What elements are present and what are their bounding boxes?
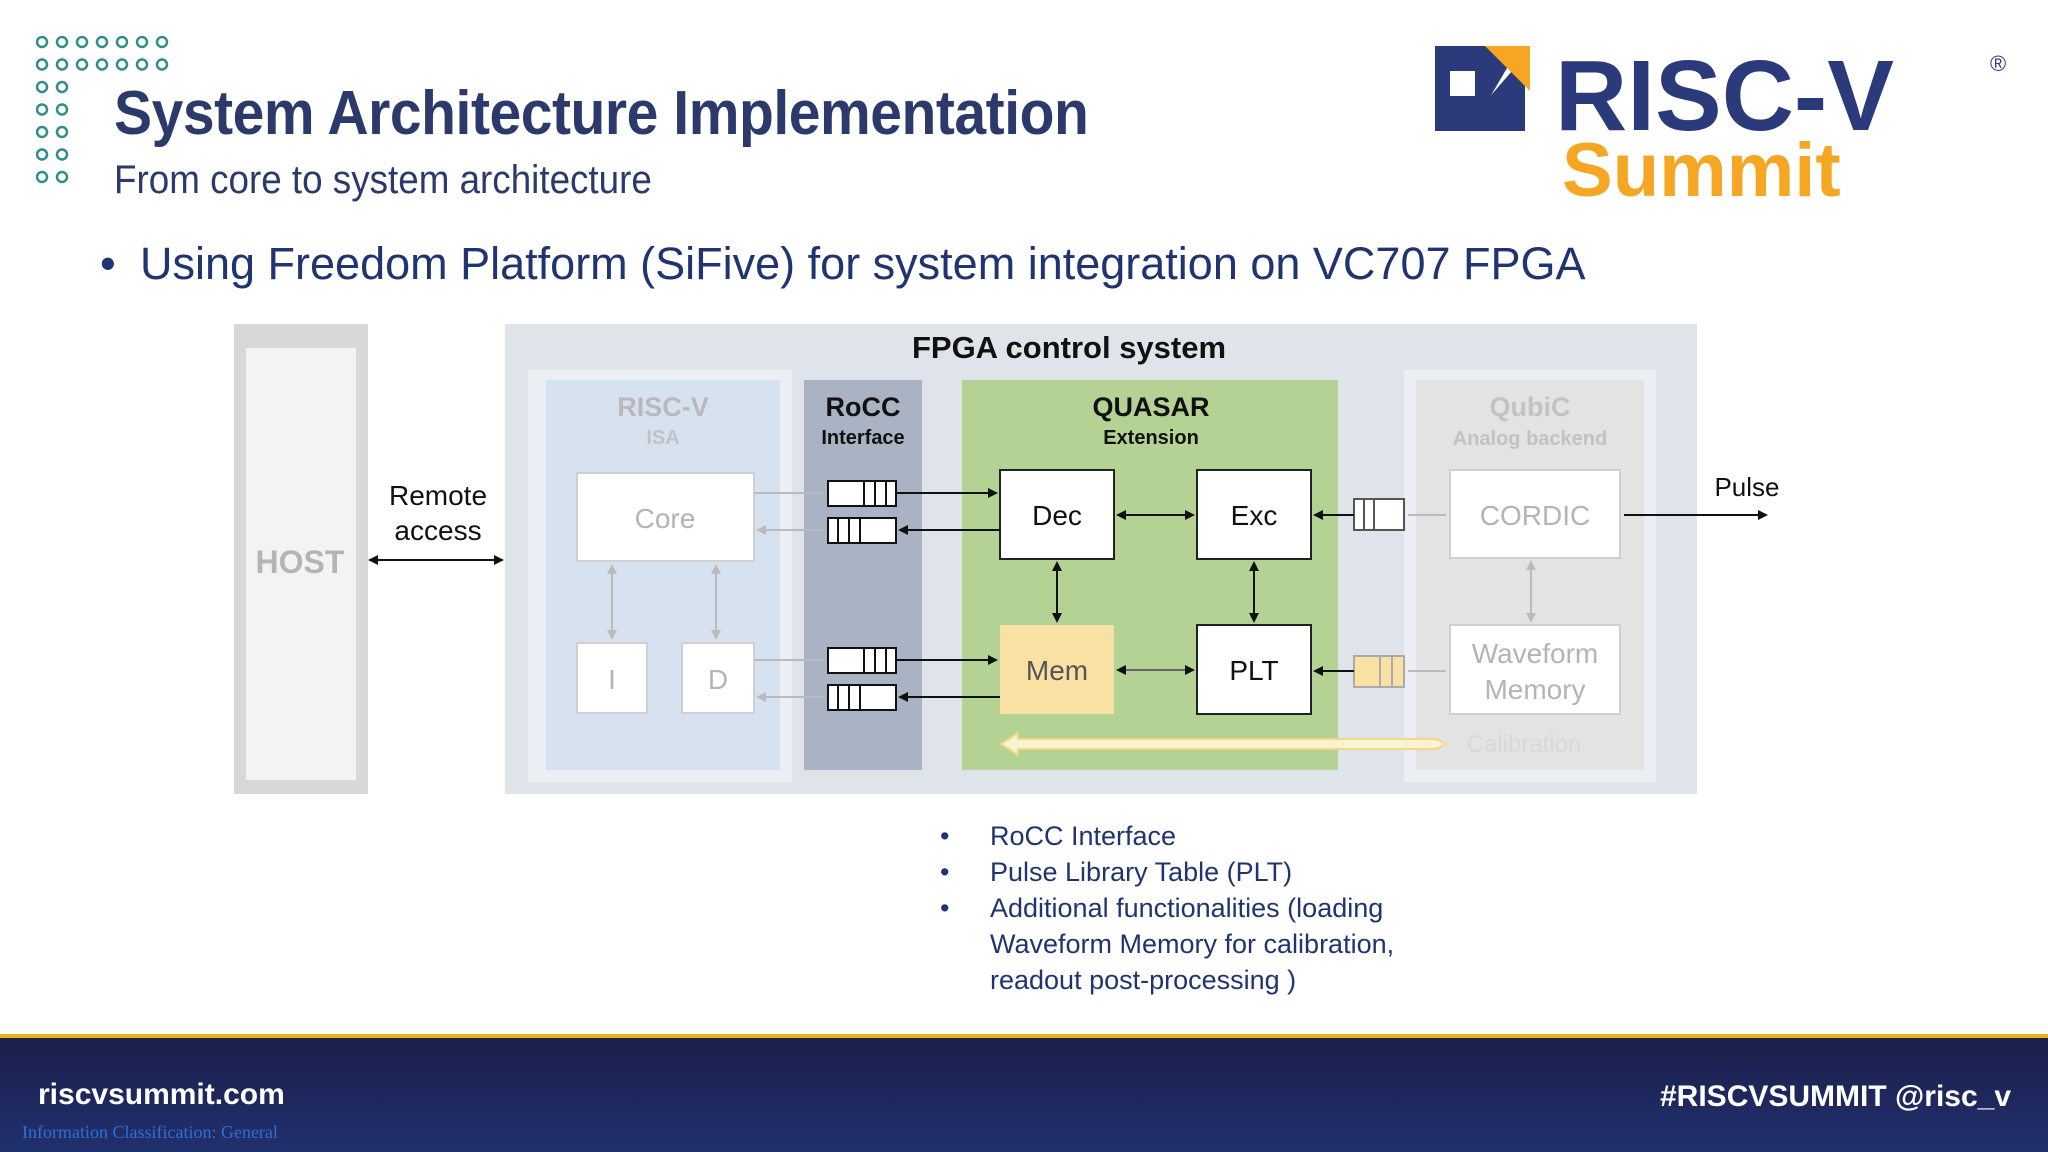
rocc-queue-icon-1 xyxy=(827,480,897,507)
host-label: HOST xyxy=(256,544,345,580)
dot-ring xyxy=(55,80,69,94)
mem-box xyxy=(1000,625,1114,714)
qubic-title: QubiC xyxy=(1490,392,1571,422)
risc-v-summit-logo: RISC-V ® Summit xyxy=(1435,40,2006,206)
waveform-label-2: Memory xyxy=(1484,674,1585,705)
core-rocc-connections xyxy=(754,492,824,702)
dot-grid-decoration xyxy=(36,36,169,184)
remote-access-label-1: Remote xyxy=(389,480,487,511)
dot-ring xyxy=(55,125,69,139)
slide-subtitle: From core to system architecture xyxy=(114,158,652,202)
calibration-label: Calibration xyxy=(1467,731,1582,758)
exc-label: Exc xyxy=(1231,500,1278,531)
footer-classification: Information Classification: General xyxy=(22,1122,278,1142)
qubic-analog-backend-block: QubiC Analog backend CORDIC Waveform Mem… xyxy=(1404,370,1656,782)
dot-ring xyxy=(135,58,149,71)
dot-ring xyxy=(36,170,49,184)
i-cache-box xyxy=(576,642,648,714)
dot-ring xyxy=(75,58,89,71)
dot-ring xyxy=(155,36,169,49)
waveform-memory-box xyxy=(1449,624,1621,715)
core-box xyxy=(576,472,755,562)
dot-ring xyxy=(36,58,49,71)
dot-ring xyxy=(55,58,69,71)
rocc-queue-icon-4 xyxy=(827,684,897,711)
dec-label: Dec xyxy=(1032,500,1082,531)
list-item: •Pulse Library Table (PLT) xyxy=(940,857,1293,887)
slide-title: System Architecture Implementation xyxy=(114,79,1089,148)
footer-hashtags: #RISCVSUMMIT @risc_v xyxy=(1660,1080,2012,1113)
i-cache-label: I xyxy=(608,664,616,695)
rocc-title: RoCC xyxy=(826,392,901,422)
dot-ring xyxy=(55,170,69,184)
rocc-sub: Interface xyxy=(821,427,904,449)
rocc-quasar-connections xyxy=(896,488,1000,702)
mem-label: Mem xyxy=(1026,655,1088,686)
rocc-queue-icon-3 xyxy=(827,647,897,674)
dot-ring xyxy=(36,36,49,49)
core-label: Core xyxy=(635,503,696,534)
logo-registered-mark: ® xyxy=(1990,51,2006,76)
dot-ring xyxy=(75,36,89,49)
dot-ring xyxy=(95,36,109,49)
dot-ring xyxy=(115,36,129,49)
logo-wordmark: RISC-V xyxy=(1555,40,1894,152)
dot-ring xyxy=(135,36,149,49)
fpga-title: FPGA control system xyxy=(912,330,1226,365)
remote-access-label-2: access xyxy=(394,515,481,546)
riscv-isa-block: RISC-V ISA Core I D xyxy=(528,370,792,782)
logo-event-name: Summit xyxy=(1562,128,1841,206)
qubic-queue-icon-2 xyxy=(1353,655,1405,688)
bullet-dot: • xyxy=(100,238,116,289)
sub-bullet-list: •RoCC Interface •Pulse Library Table (PL… xyxy=(940,818,1410,998)
dot-ring xyxy=(155,58,169,71)
pulse-label: Pulse xyxy=(1714,472,1779,502)
plt-label: PLT xyxy=(1229,655,1278,686)
calibration-arrow xyxy=(999,731,1449,757)
qubic-sub: Analog backend xyxy=(1453,428,1607,450)
footer-bar xyxy=(0,1038,2048,1152)
exc-box xyxy=(1196,469,1312,560)
dot-ring xyxy=(55,36,69,49)
dec-box xyxy=(999,469,1115,560)
list-item: •Additional functionalities (loading Wav… xyxy=(940,893,1395,995)
quasar-title: QUASAR xyxy=(1092,392,1209,422)
qubic-queue-icon-1 xyxy=(1353,498,1405,531)
risc-v-mark-icon xyxy=(1435,46,1530,131)
quasar-qubic-connections xyxy=(1313,510,1446,676)
riscv-sub: ISA xyxy=(646,427,679,449)
dot-ring xyxy=(36,148,49,161)
footer-accent-line xyxy=(0,1034,2048,1039)
rocc-interface-block: RoCC Interface xyxy=(804,380,922,770)
waveform-label-1: Waveform xyxy=(1472,638,1599,669)
cordic-label: CORDIC xyxy=(1480,500,1590,531)
footer-site: riscvsummit.com xyxy=(38,1078,285,1111)
d-cache-box xyxy=(681,642,755,714)
plt-box xyxy=(1196,624,1312,715)
list-item: •RoCC Interface xyxy=(940,821,1177,851)
cordic-box xyxy=(1449,469,1621,559)
dot-ring xyxy=(36,125,49,139)
rocc-queue-icon-2 xyxy=(827,517,897,544)
dot-ring xyxy=(95,58,109,71)
dot-ring xyxy=(36,80,49,94)
riscv-title: RISC-V xyxy=(617,392,709,422)
d-cache-label: D xyxy=(708,664,728,695)
dot-ring xyxy=(55,148,69,161)
dot-ring xyxy=(36,103,49,116)
quasar-extension-block: QUASAR Extension Dec Exc Mem PLT xyxy=(962,380,1338,770)
quasar-sub: Extension xyxy=(1103,427,1199,449)
host-block: HOST xyxy=(234,324,368,794)
dot-ring xyxy=(55,103,69,116)
main-bullet-text: Using Freedom Platform (SiFive) for syst… xyxy=(140,238,1586,289)
architecture-diagram: HOST Remote access FPGA control system R… xyxy=(234,324,1780,794)
dot-ring xyxy=(115,58,129,71)
main-bullet: • Using Freedom Platform (SiFive) for sys… xyxy=(100,238,1586,290)
